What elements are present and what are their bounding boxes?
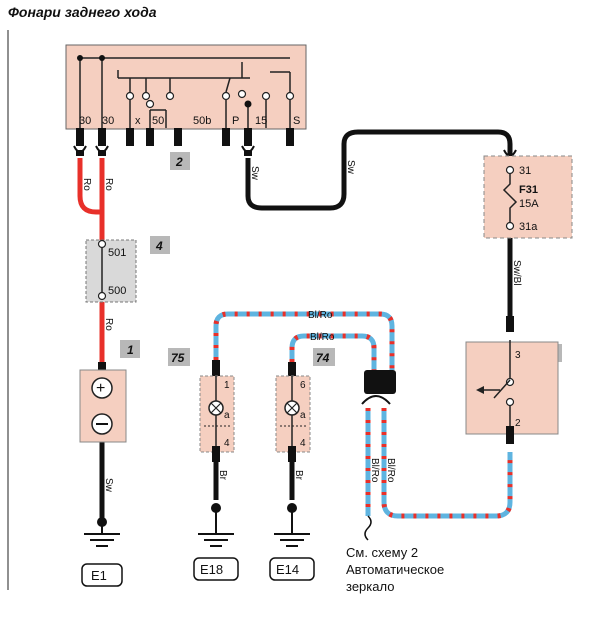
plus-terminal <box>91 377 113 399</box>
term-label: 50 <box>152 115 164 127</box>
ignition-junction-dot <box>244 100 252 108</box>
note-line-1: См. схему 2 <box>346 545 419 560</box>
ignition-terminal-labels: 30 30 x 50 50b P 15 S <box>79 115 300 127</box>
fuse-pin-in: 31 <box>519 165 531 177</box>
ground-dots <box>97 503 297 527</box>
lamp-75-pin-bottom: 4 <box>224 438 230 449</box>
wire-label-ro: Ro <box>103 318 114 331</box>
fuse-pin-node <box>505 165 515 175</box>
ignition-terminal-pins <box>76 128 294 146</box>
connector-4-bottom: 500 <box>108 285 126 297</box>
connector-4 <box>85 239 137 303</box>
term-label: 30 <box>102 115 114 127</box>
lamp-74-pin-mid: a <box>300 410 306 421</box>
wire-label-sw: Sw <box>345 160 356 175</box>
wire-label-blro: Bl/Ro <box>308 310 333 321</box>
ignition-junction-dot-3 <box>77 55 83 61</box>
term-label: P <box>232 115 239 127</box>
term-label: 50b <box>193 115 211 127</box>
wire-label-blro: Bl/Ro <box>385 458 396 483</box>
wire-label-ro: Ro <box>81 178 92 191</box>
note-line-3: зеркало <box>346 579 395 594</box>
ignition-switch-contacts <box>79 57 291 128</box>
wire-label-sw: Sw <box>103 478 114 493</box>
fuse-rating: 15A <box>519 198 539 210</box>
switch-77-box <box>465 341 559 435</box>
ignition-switch-nodes <box>125 89 295 109</box>
lamp-74-pin-bottom: 4 <box>300 438 306 449</box>
component-label-74: 74 <box>316 351 330 365</box>
reference-note: См. схему 2 Автоматическое зеркало <box>346 544 444 595</box>
fuse-element <box>502 174 518 222</box>
connector-4-top: 501 <box>108 247 126 259</box>
term-label: x <box>135 115 141 127</box>
splice-connector-socket <box>361 395 391 405</box>
ground-label-e18: E18 <box>200 562 223 577</box>
note-line-2: Автоматическое <box>346 562 445 577</box>
plus-sign: + <box>96 380 105 397</box>
fuse-pin-out: 31a <box>519 221 538 233</box>
blue-red-wires <box>213 311 513 519</box>
term-label: 15 <box>255 115 267 127</box>
term-label: 30 <box>79 115 91 127</box>
switch-77-pin-top: 3 <box>515 350 521 361</box>
component-label-2: 2 <box>175 155 183 169</box>
plug-arcs <box>73 145 517 157</box>
component-label-1: 1 <box>127 343 134 357</box>
wire-label-sw: Sw <box>249 166 260 181</box>
fuse-pin-node <box>505 221 515 231</box>
switch-77-contact <box>493 379 511 399</box>
lamp-75-pin-mid: a <box>224 410 230 421</box>
wire-label-br: Br <box>217 470 228 481</box>
lamp-74-pin-top: 6 <box>300 380 306 391</box>
wire-label-br: Br <box>293 470 304 481</box>
lamp-75-pin-top: 1 <box>224 380 230 391</box>
wire-break-symbol <box>364 515 372 541</box>
wire-label-blro: Bl/Ro <box>310 332 335 343</box>
ground-symbols <box>84 533 310 547</box>
component-label-4: 4 <box>155 239 163 253</box>
wire-label-ro: Ro <box>103 178 114 191</box>
red-wires <box>77 158 105 370</box>
switch-77-pin-bottom: 2 <box>515 418 521 429</box>
fuse-box <box>483 155 573 239</box>
ground-label-e1: E1 <box>91 568 107 583</box>
diagram-title: Фонари заднего хода <box>8 4 157 20</box>
ignition-junction-dot-2 <box>99 55 105 61</box>
fuse-name: F31 <box>519 184 538 196</box>
ground-label-e14: E14 <box>276 562 299 577</box>
wire-label-blro: Bl/Ro <box>369 458 380 483</box>
black-wires <box>99 129 513 522</box>
component-label-75: 75 <box>171 351 185 365</box>
wire-label-swbl: Sw/Bl <box>511 260 522 286</box>
splice-connector <box>364 370 396 394</box>
term-label: S <box>293 115 300 127</box>
ground-label-boxes <box>81 557 315 587</box>
